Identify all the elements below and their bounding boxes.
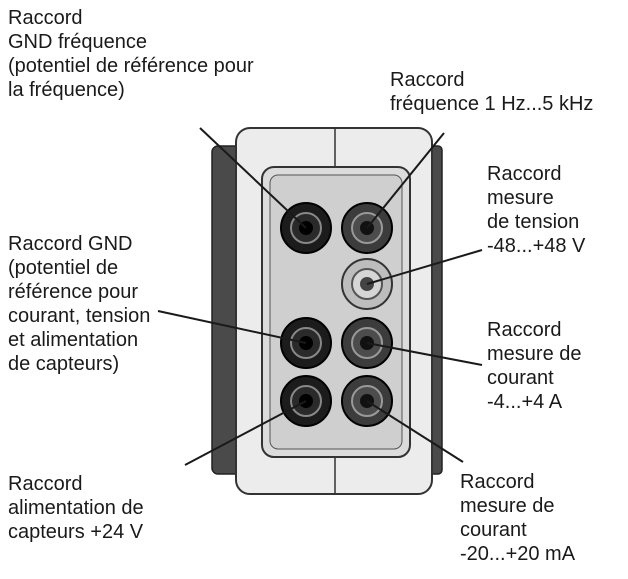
label-frequency: Raccord fréquence 1 Hz...5 kHz [390, 69, 594, 115]
label-gnd: Raccord GND (potentiel de référence pour… [8, 233, 151, 375]
leader-frequency [366, 132, 445, 229]
leader-gnd [157, 310, 307, 344]
label-supply: Raccord alimentation de capteurs +24 V [8, 473, 144, 543]
label-current-a: Raccord mesure de courant -4...+4 A [487, 319, 582, 413]
label-voltage: Raccord mesure de tension -48...+48 V [487, 163, 586, 257]
leader-freq-gnd [199, 127, 307, 229]
label-current-ma: Raccord mesure de courant -20...+20 mA [460, 471, 576, 565]
leader-supply [184, 400, 307, 466]
leader-voltage [366, 249, 483, 285]
leader-current-ma [366, 400, 464, 463]
leader-current-a [366, 342, 483, 366]
label-freq-gnd: Raccord GND fréquence (potentiel de réfé… [8, 7, 254, 101]
